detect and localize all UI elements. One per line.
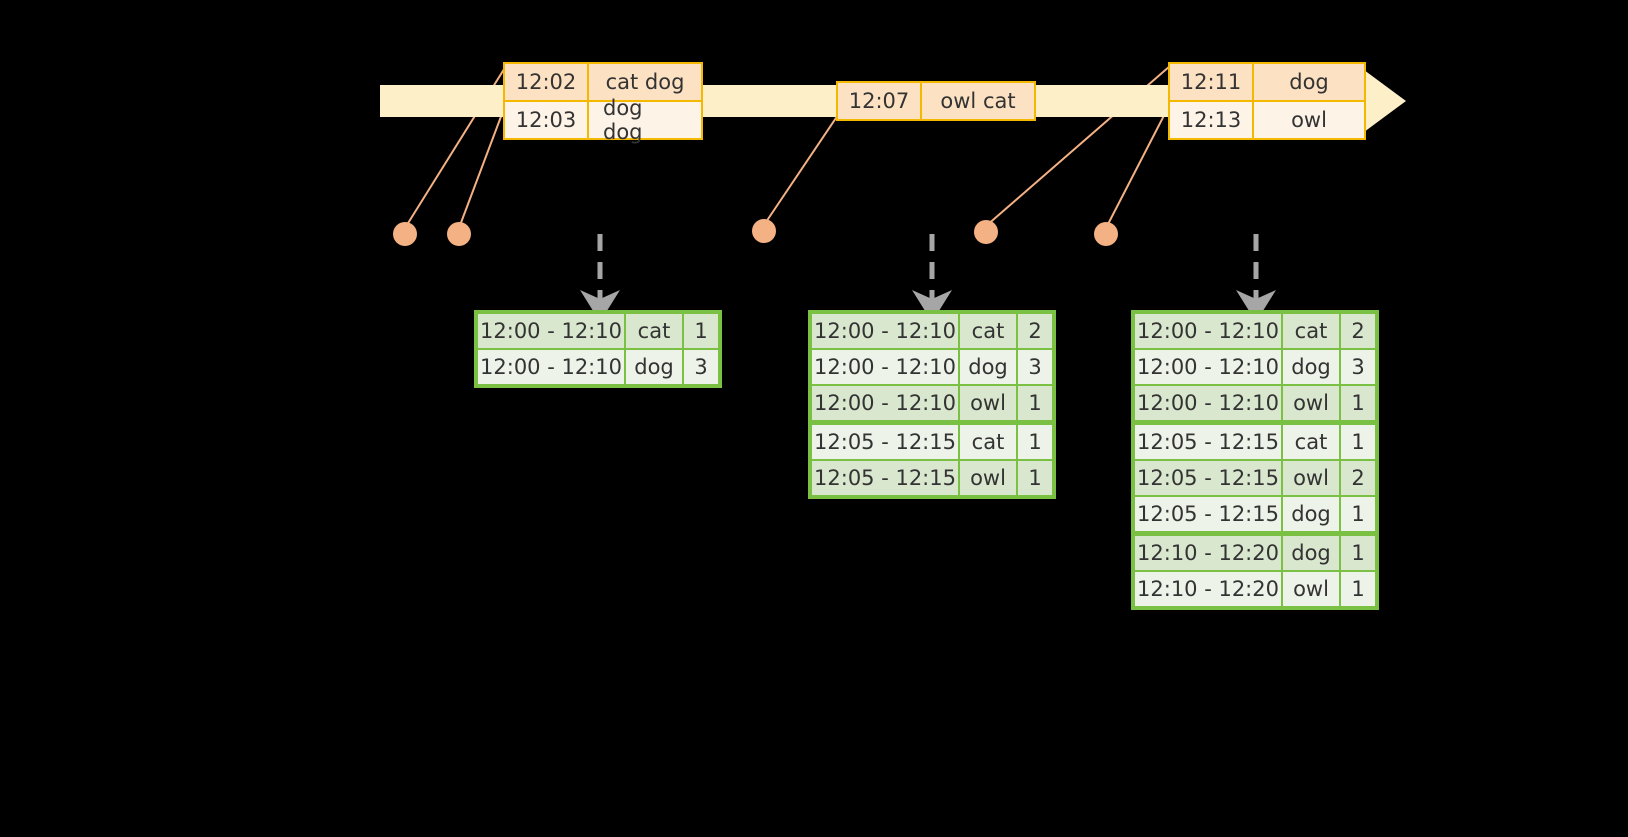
count-cell: 2	[1018, 314, 1052, 348]
window-group-separator	[1134, 532, 1376, 535]
window-range-cell: 12:05 - 12:15	[1135, 461, 1281, 495]
dot-1	[393, 222, 417, 246]
count-cell: 1	[1341, 497, 1375, 531]
count-cell: 1	[1018, 386, 1052, 420]
word-cell: cat	[1283, 425, 1339, 459]
window-range-cell: 12:10 - 12:20	[1135, 536, 1281, 570]
event-time: 12:03	[505, 102, 589, 138]
dot-2	[447, 222, 471, 246]
dot-5	[1094, 222, 1118, 246]
count-cell: 1	[1341, 425, 1375, 459]
window-range-cell: 12:00 - 12:10	[812, 314, 958, 348]
window-group-separator	[811, 421, 1053, 424]
word-cell: owl	[960, 461, 1016, 495]
window-range-cell: 12:05 - 12:15	[1135, 425, 1281, 459]
window-range-cell: 12:00 - 12:10	[478, 314, 624, 348]
window-group-separator	[1134, 421, 1376, 424]
count-cell: 1	[684, 314, 718, 348]
word-cell: owl	[1283, 461, 1339, 495]
window-range-cell: 12:00 - 12:10	[1135, 350, 1281, 384]
event-time: 12:11	[1170, 64, 1254, 100]
connector-2	[458, 97, 509, 229]
dot-3	[752, 219, 776, 243]
word-cell: owl	[1283, 386, 1339, 420]
window-range-cell: 12:05 - 12:15	[812, 425, 958, 459]
word-cell: dog	[1283, 350, 1339, 384]
window-range-cell: 12:00 - 12:10	[478, 350, 624, 384]
count-cell: 2	[1341, 461, 1375, 495]
dashed-arrow-lines	[580, 234, 1276, 322]
event-words: dog dog	[589, 96, 701, 144]
event-words: owl cat	[922, 83, 1034, 119]
event-words: cat dog	[589, 64, 701, 100]
count-cell: 3	[1341, 350, 1375, 384]
word-cell: owl	[960, 386, 1016, 420]
word-cell: dog	[1283, 536, 1339, 570]
window-range-cell: 12:00 - 12:10	[812, 350, 958, 384]
word-cell: owl	[1283, 572, 1339, 606]
window-range-cell: 12:00 - 12:10	[1135, 314, 1281, 348]
count-cell: 1	[1018, 461, 1052, 495]
window-range-cell: 12:05 - 12:15	[1135, 497, 1281, 531]
count-cell: 1	[1341, 536, 1375, 570]
word-cell: dog	[626, 350, 682, 384]
window-range-cell: 12:10 - 12:20	[1135, 572, 1281, 606]
count-cell: 1	[1341, 572, 1375, 606]
word-cell: cat	[1283, 314, 1339, 348]
timeline-arrowhead-icon	[1360, 67, 1406, 135]
count-cell: 1	[1341, 386, 1375, 420]
event-words: dog	[1254, 64, 1364, 100]
window-range-cell: 12:00 - 12:10	[1135, 386, 1281, 420]
word-cell: dog	[1283, 497, 1339, 531]
word-cell: dog	[960, 350, 1016, 384]
count-cell: 3	[684, 350, 718, 384]
connector-5	[1105, 99, 1173, 229]
event-time: 12:02	[505, 64, 589, 100]
dot-4	[974, 220, 998, 244]
window-range-cell: 12:00 - 12:10	[812, 386, 958, 420]
window-range-cell: 12:05 - 12:15	[812, 461, 958, 495]
count-cell: 1	[1018, 425, 1052, 459]
event-words: owl	[1254, 102, 1364, 138]
event-time: 12:07	[838, 83, 922, 119]
connector-3	[763, 111, 841, 226]
count-cell: 3	[1018, 350, 1052, 384]
word-cell: cat	[960, 425, 1016, 459]
event-time: 12:13	[1170, 102, 1254, 138]
word-cell: cat	[960, 314, 1016, 348]
count-cell: 2	[1341, 314, 1375, 348]
word-cell: cat	[626, 314, 682, 348]
